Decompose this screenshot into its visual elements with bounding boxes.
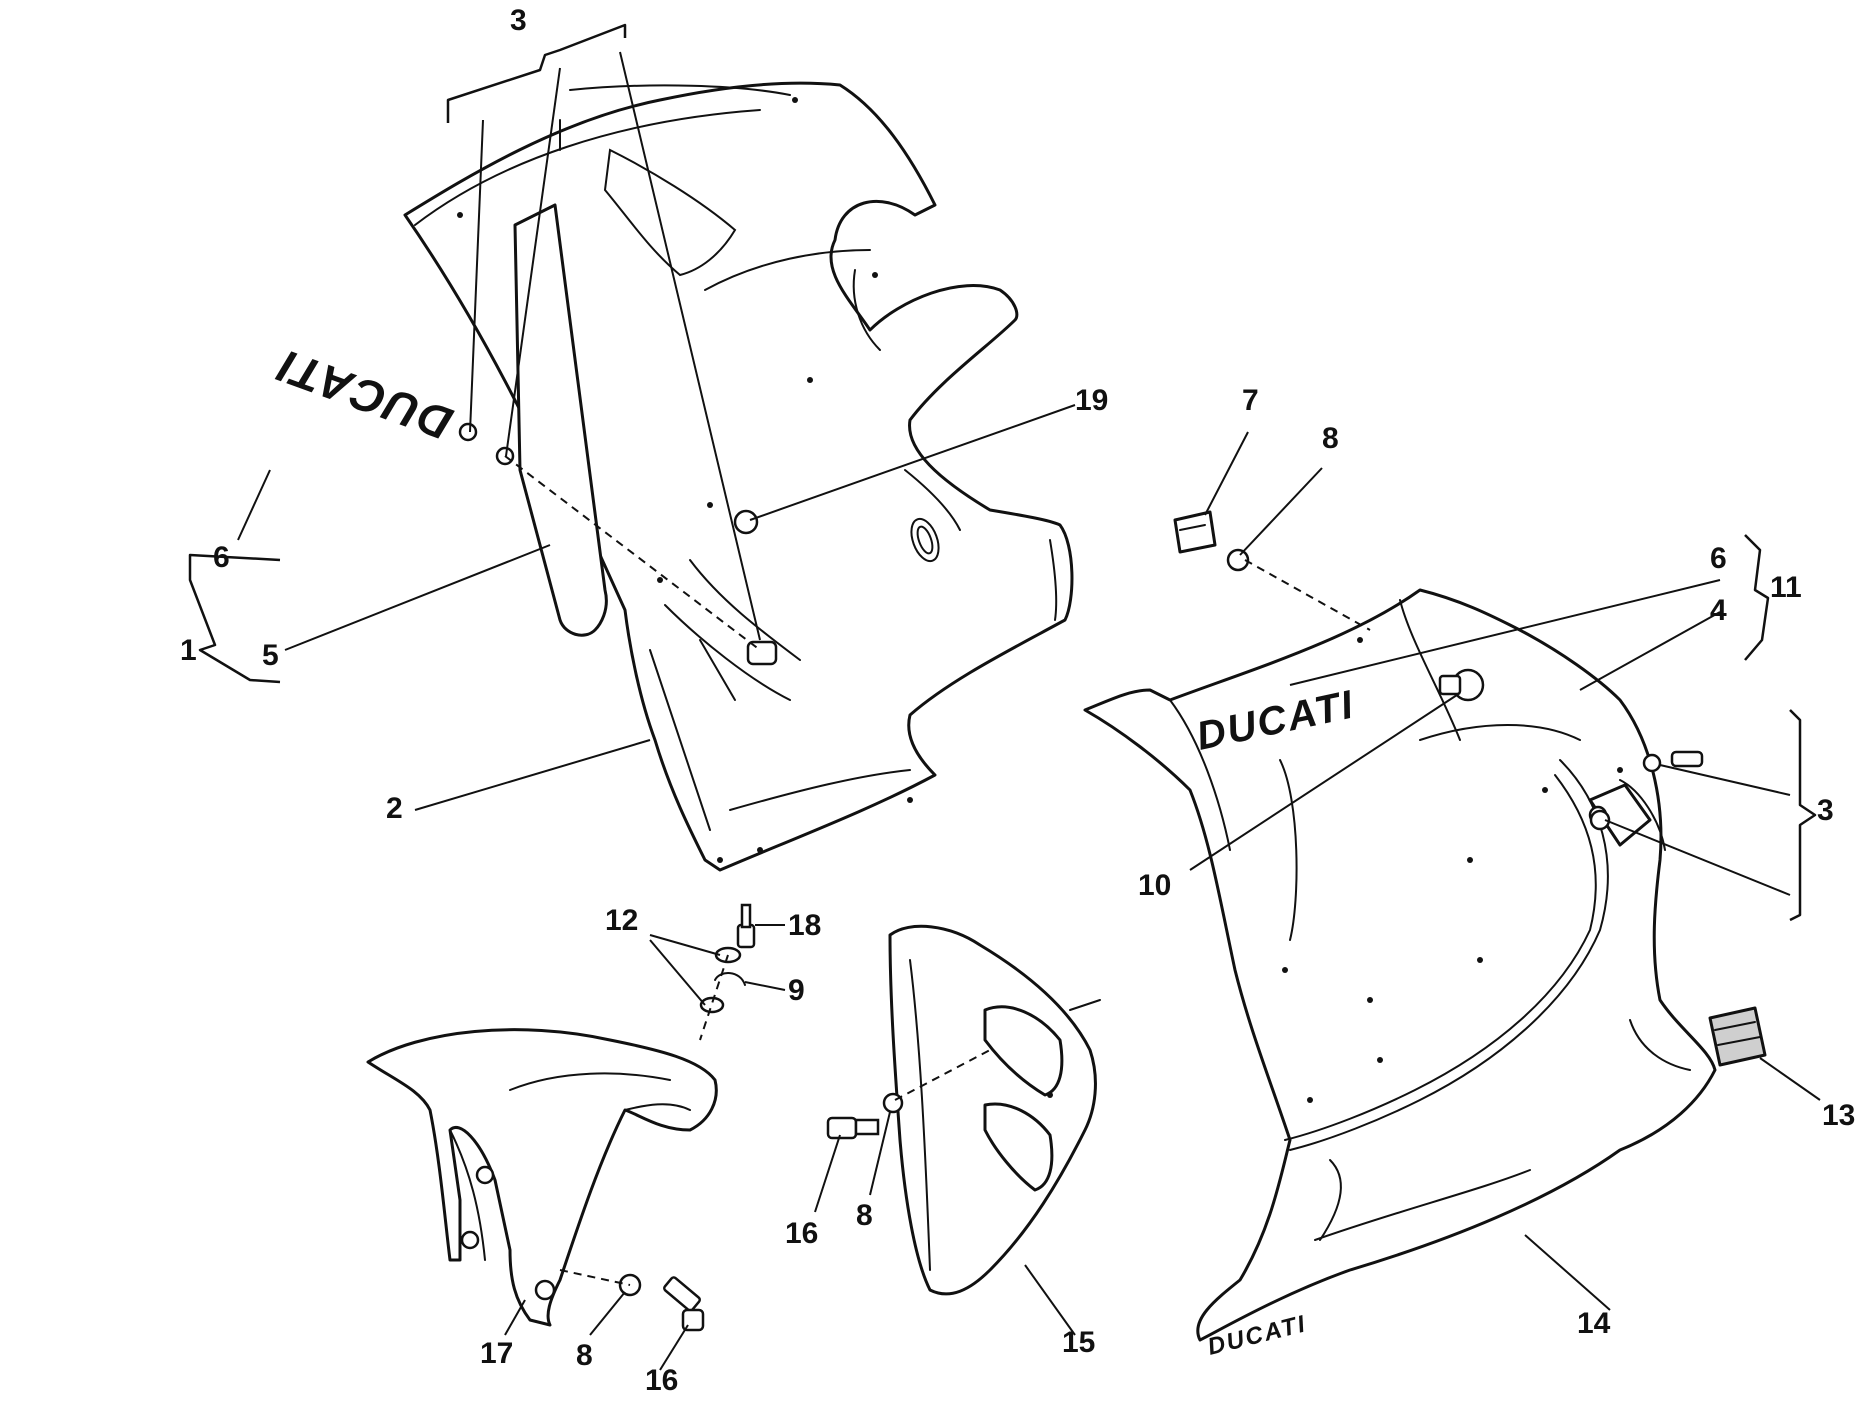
decal-left: DUCATI xyxy=(270,339,459,450)
callout-8-mid: 8 xyxy=(856,1199,873,1232)
front-mudguard-part-17 xyxy=(366,1028,718,1327)
brackets xyxy=(188,23,1817,922)
side-fairing-part-14 xyxy=(1083,588,1717,1342)
callout-1: 1 xyxy=(180,634,197,667)
upper-fairing-part-2 xyxy=(403,81,1074,872)
callout-10: 10 xyxy=(1138,869,1171,902)
callout-3-right: 3 xyxy=(1817,794,1834,827)
callout-14: 14 xyxy=(1577,1307,1611,1340)
callout-8-bottom: 8 xyxy=(576,1339,593,1372)
side-panel-part-15 xyxy=(888,924,1101,1296)
callout-12: 12 xyxy=(605,904,638,937)
callout-4: 4 xyxy=(1710,594,1727,627)
reflector-part-13 xyxy=(1708,1006,1767,1067)
callout-17: 17 xyxy=(480,1337,513,1370)
callout-16-mid: 16 xyxy=(785,1217,818,1250)
callout-5: 5 xyxy=(262,639,279,672)
leader-lines xyxy=(237,51,1821,1371)
callout-15: 15 xyxy=(1062,1326,1095,1359)
callout-2: 2 xyxy=(386,792,403,825)
hardware xyxy=(458,422,1704,1332)
callout-18: 18 xyxy=(788,909,821,942)
callout-numbers: 3 19 6 1 5 2 7 8 6 11 4 3 10 12 18 9 13 … xyxy=(180,4,1855,1397)
fairing-strut-part-5 xyxy=(513,203,608,637)
callout-9: 9 xyxy=(788,974,805,1007)
clip-part-7 xyxy=(1173,510,1217,554)
callout-8-top: 8 xyxy=(1322,422,1339,455)
callout-19: 19 xyxy=(1075,384,1108,417)
callout-6-right: 6 xyxy=(1710,542,1727,575)
callout-13: 13 xyxy=(1822,1099,1855,1132)
callout-11: 11 xyxy=(1770,571,1802,604)
callout-6-left: 6 xyxy=(213,541,230,574)
callout-7: 7 xyxy=(1242,384,1259,417)
callout-16-bottom: 16 xyxy=(645,1364,678,1397)
callout-3-top: 3 xyxy=(510,4,527,37)
